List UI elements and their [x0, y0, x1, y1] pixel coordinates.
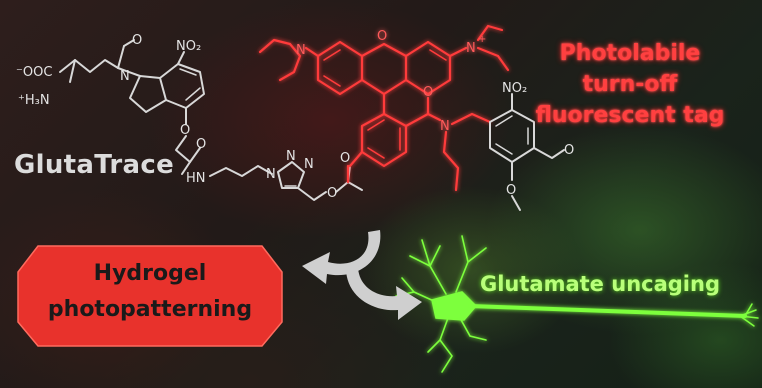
atom-o-amide: O	[423, 85, 433, 100]
tag-title: Photolabile turn-off fluorescent tag	[520, 38, 740, 131]
double-arrow	[302, 230, 422, 320]
red-atom-labels: N O N + O N	[296, 29, 486, 134]
atom-n-triazole3: N	[304, 157, 314, 172]
atom-o-carbonyl: O	[340, 151, 350, 166]
atom-n-triazole2: N	[286, 149, 296, 164]
atom-o-methoxy1: O	[564, 143, 574, 158]
atom-ooc: ⁻OOC	[16, 65, 52, 80]
atom-h3n: ⁺H₃N	[18, 93, 50, 108]
tag-line-1: Photolabile	[559, 41, 701, 66]
atom-o-xanthene: O	[377, 29, 387, 44]
atom-n-triazole1: N	[266, 167, 276, 182]
hydrogel-line-1: Hydrogel	[93, 261, 207, 286]
atom-n-left: N	[296, 43, 306, 58]
nitrobenzyl-structure	[489, 93, 565, 211]
atom-o-methoxy2: O	[506, 183, 516, 198]
uncaging-label: Glutamate uncaging	[480, 272, 720, 296]
tag-line-2: turn-off	[582, 72, 678, 97]
atom-o-ether: O	[180, 123, 190, 138]
glutatrace-label: GlutaTrace	[14, 150, 175, 180]
atom-o-ester: O	[327, 186, 337, 201]
rhodamine-structure	[258, 24, 510, 192]
atom-o-indoline: O	[132, 33, 142, 48]
hydrogel-line-2: photopatterning	[47, 297, 253, 322]
atom-n-plus: N	[466, 41, 476, 56]
atom-no2-right: NO₂	[502, 81, 527, 96]
atom-plus-charge: +	[478, 34, 486, 45]
atom-no2-left: NO₂	[176, 39, 201, 54]
atom-o-glycol: O	[196, 137, 206, 152]
atom-n-amide: N	[440, 119, 450, 134]
hydrogel-label: Hydrogel photopatterning	[18, 256, 282, 328]
hydrogel-box	[17, 245, 283, 347]
atom-n-indoline: N	[120, 69, 130, 84]
glutatrace-structure	[59, 39, 363, 201]
tag-line-3: fluorescent tag	[535, 103, 725, 128]
white-atom-labels: ⁻OOC ⁺H₃N O N NO₂ O O HN N N N O O NO₂ O…	[16, 33, 574, 201]
neuron-illustration	[395, 235, 759, 373]
atom-hn: HN	[186, 171, 206, 186]
